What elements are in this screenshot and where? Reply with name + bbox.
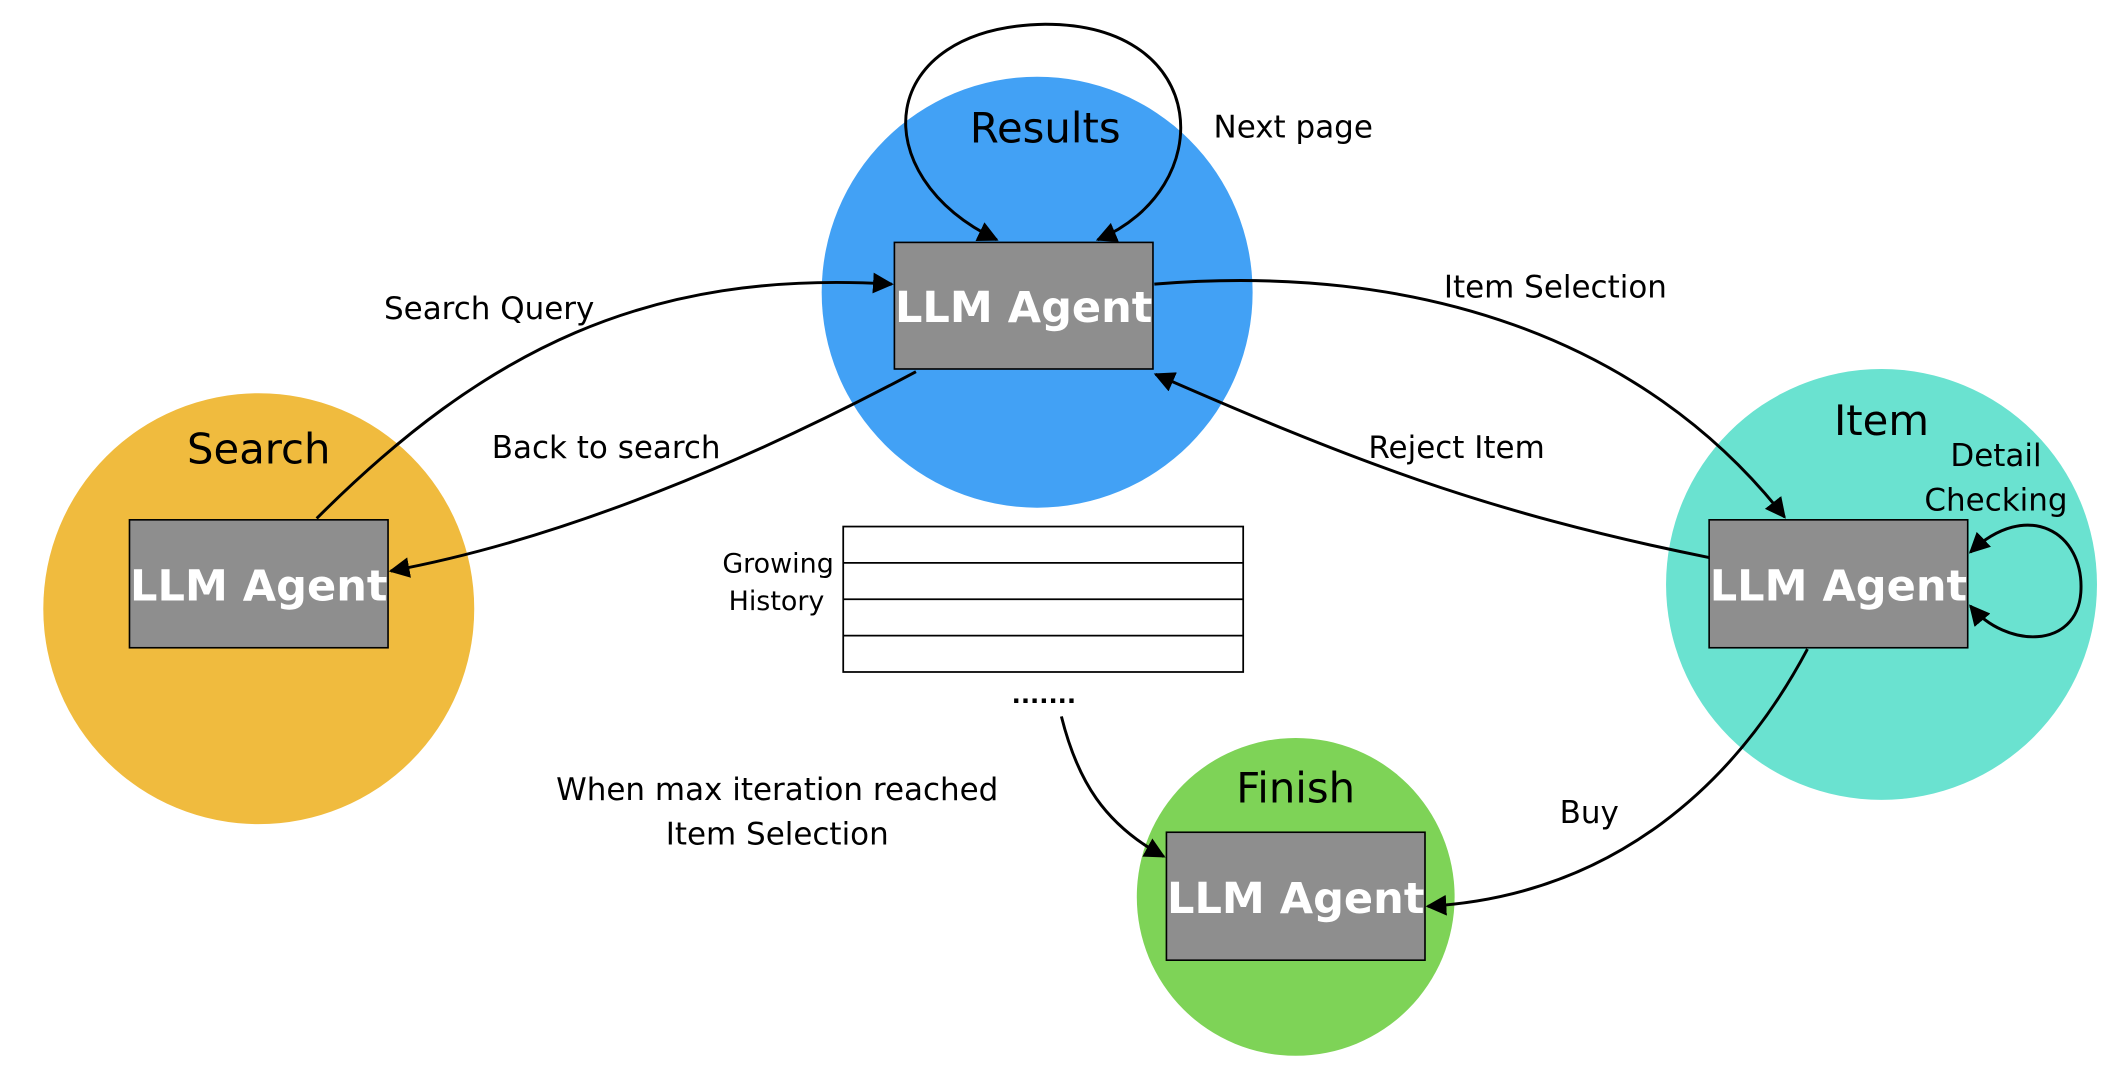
detail-checking-label-line2: Checking [1924, 482, 2067, 518]
results-agent-label: LLM Agent [895, 283, 1152, 333]
back-to-search-arrow [388, 370, 917, 578]
detail-checking-label-line1: Detail [1950, 438, 2041, 474]
search-state-label: Search [187, 424, 330, 473]
item-agent-label: LLM Agent [1710, 562, 1967, 612]
history-ellipsis: ....... [1012, 680, 1076, 709]
item-selection-label: Item Selection [1444, 270, 1667, 306]
search-query-label: Search Query [384, 291, 594, 327]
next-page-loop-arrow [904, 22, 1183, 242]
buy-arrow [1425, 648, 1809, 916]
back-to-search-label: Back to search [492, 430, 721, 466]
item-selection-arrow [1154, 279, 1786, 519]
finish-agent-box: LLM Agent [1165, 831, 1426, 961]
finish-state-label: Finish [1236, 764, 1355, 813]
history-table [842, 525, 1245, 673]
max-iteration-label-line1: When max iteration reached [556, 772, 998, 808]
search-query-arrow [315, 272, 894, 520]
max-iteration-label-line2: Item Selection [666, 816, 889, 852]
item-agent-box: LLM Agent [1708, 519, 1969, 649]
results-agent-box: LLM Agent [893, 241, 1154, 370]
results-state-label: Results [970, 104, 1121, 153]
detail-checking-loop-arrow [1968, 523, 2083, 639]
search-agent-box: LLM Agent [128, 519, 389, 649]
history-label-line2: History [729, 586, 825, 617]
item-state-label: Item [1834, 396, 1929, 445]
history-label-line1: Growing [722, 548, 833, 579]
reject-item-arrow [1153, 372, 1710, 559]
next-page-label: Next page [1214, 109, 1373, 145]
search-agent-label: LLM Agent [130, 562, 387, 612]
finish-agent-label: LLM Agent [1167, 874, 1424, 924]
reject-item-label: Reject Item [1368, 430, 1544, 466]
buy-label: Buy [1560, 795, 1619, 831]
max-iteration-arrow [1059, 716, 1166, 858]
